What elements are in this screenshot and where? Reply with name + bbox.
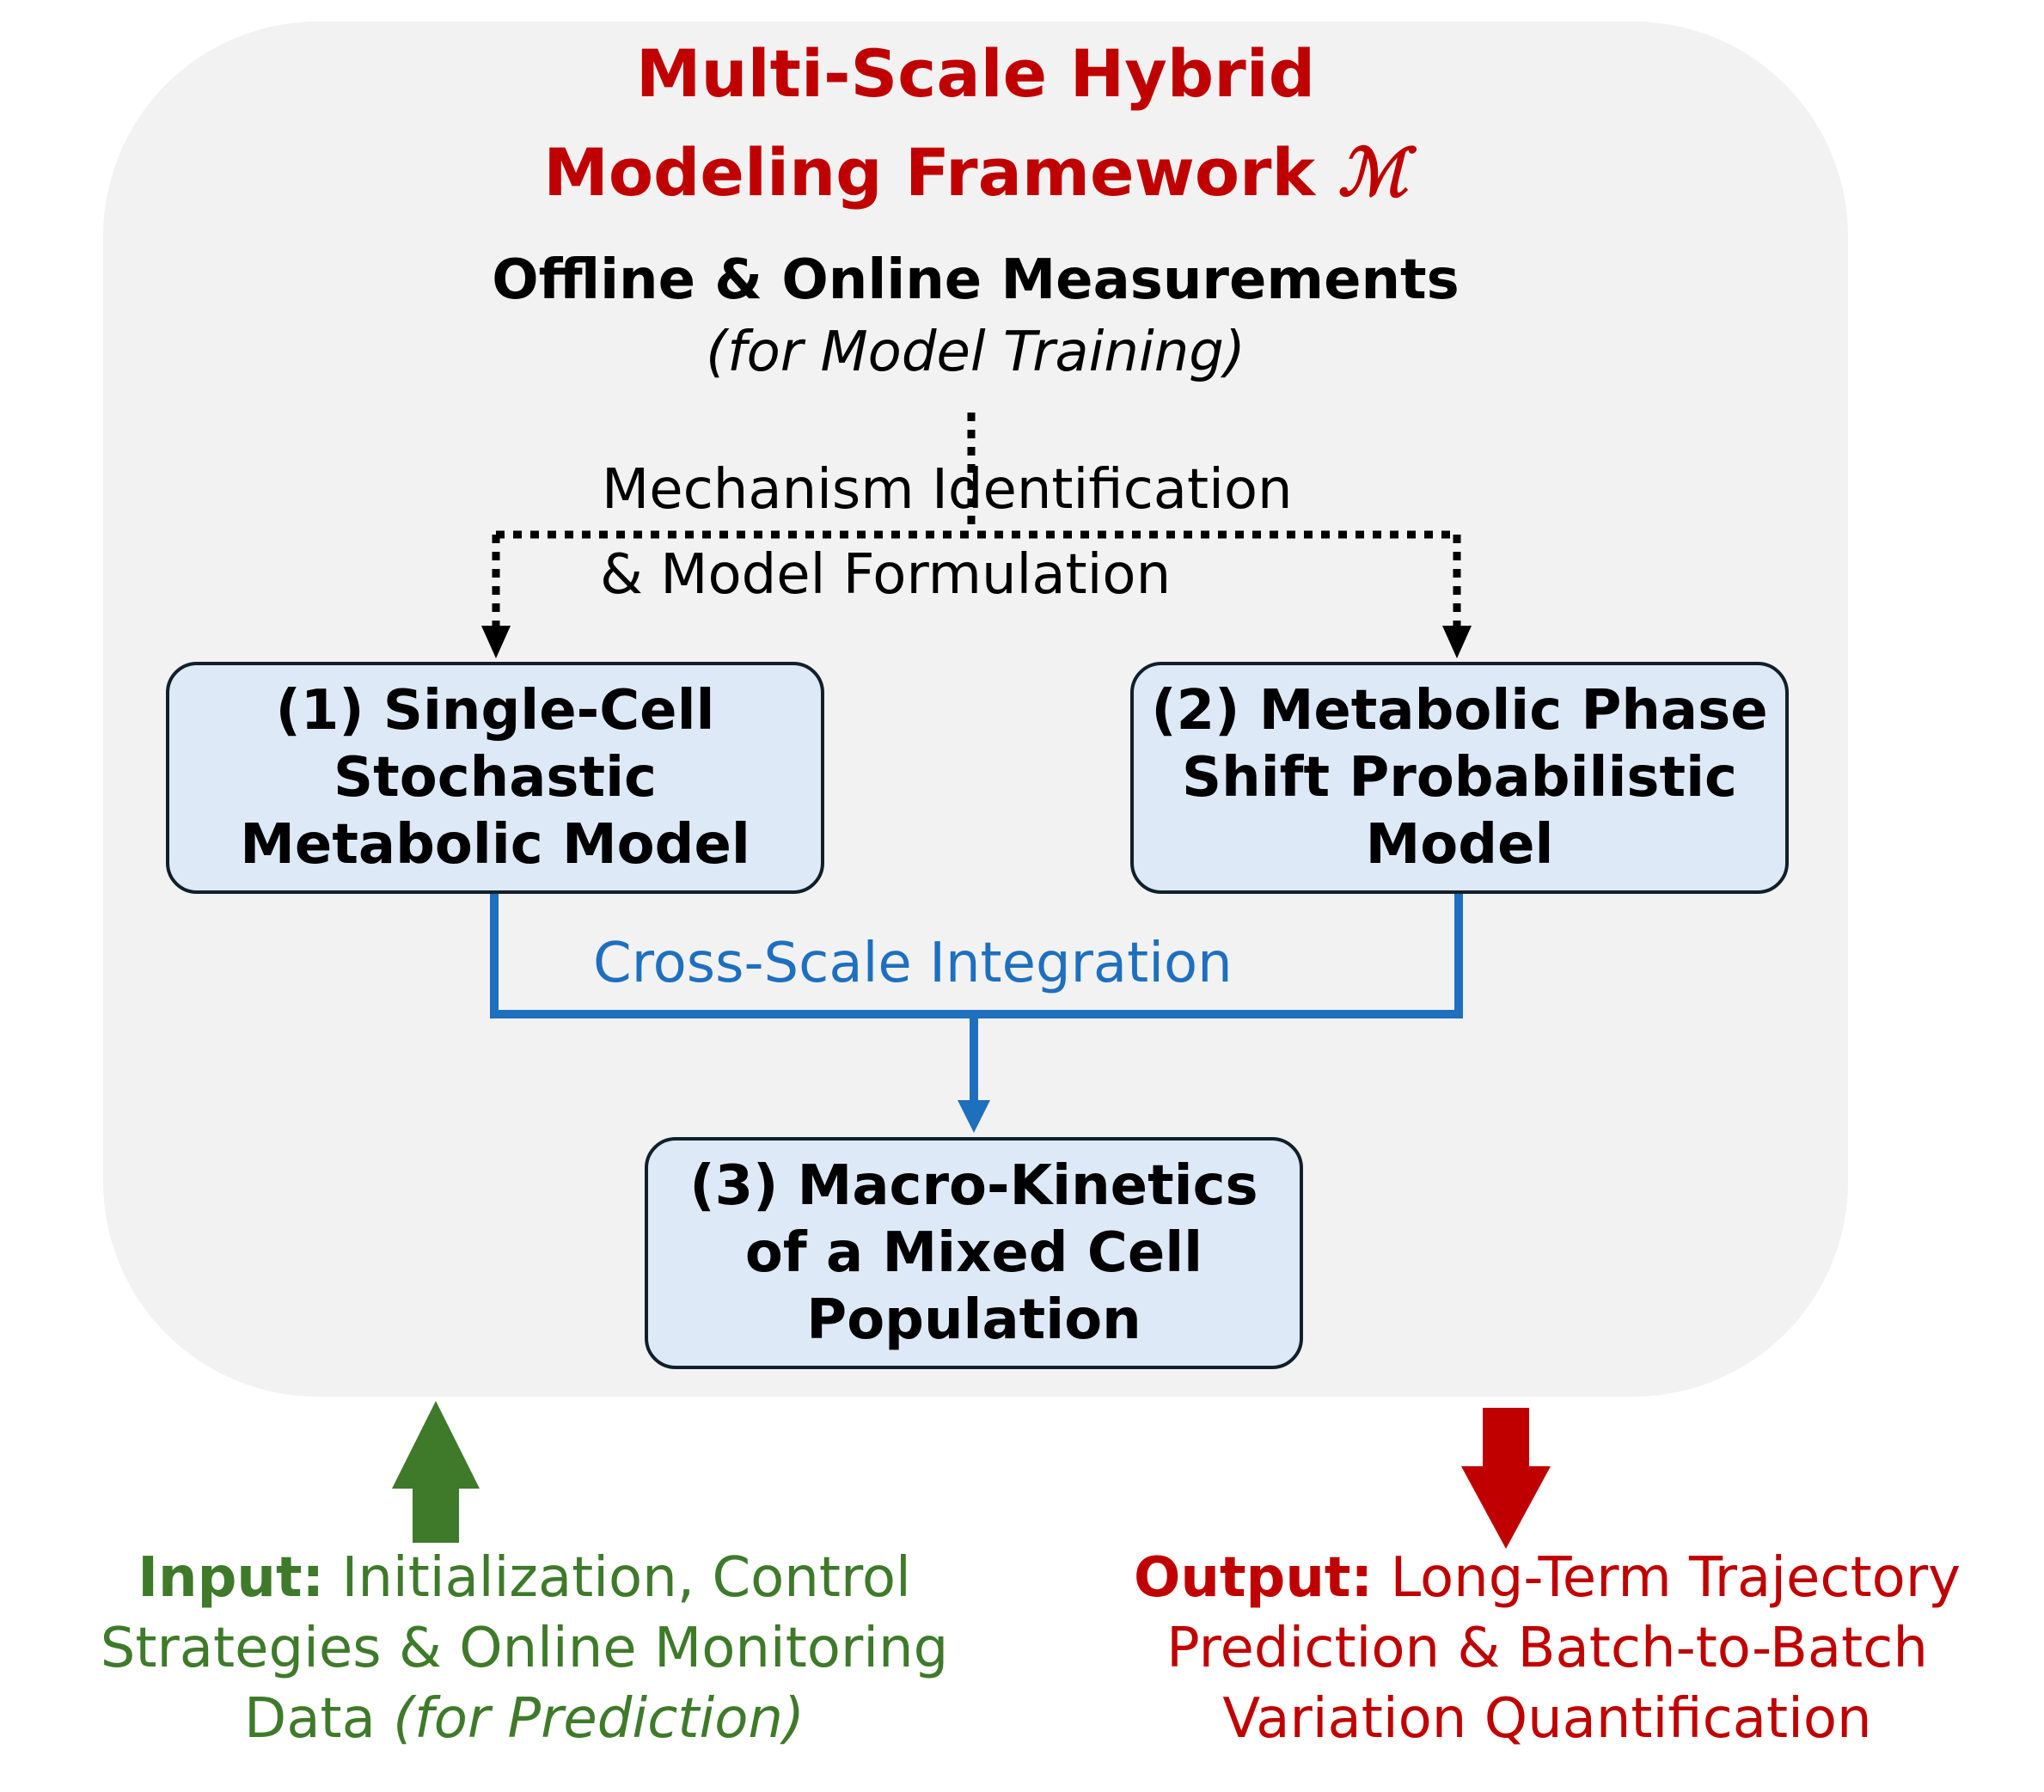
single-cell-model-box: (1) Single-Cell Stochastic Metabolic Mod… xyxy=(166,662,824,894)
macro-kinetics-box: (3) Macro-Kinetics of a Mixed Cell Popul… xyxy=(645,1137,1303,1369)
measurements-subtitle: (for Model Training) xyxy=(706,321,1245,384)
dotted-right-arrowhead xyxy=(1442,626,1472,658)
output-heading: Output: xyxy=(1133,1546,1374,1610)
framework-title-text: Modeling Framework xyxy=(543,134,1316,211)
mechanism-label-line2: & Model Formulation xyxy=(600,543,1172,607)
framework-title-line1: Multi-Scale Hybrid xyxy=(635,35,1316,112)
input-body: Initialization, Control Strategies & Onl… xyxy=(100,1546,949,1751)
input-description: Input: Initialization, Control Strategie… xyxy=(34,1543,1014,1754)
output-description: Output: Long-Term Trajectory Prediction … xyxy=(1066,1543,2029,1754)
input-italic-note: (for Prediction) xyxy=(393,1687,805,1751)
dotted-left-arrowhead xyxy=(481,626,511,658)
measurements-title: Offline & Online Measurements xyxy=(492,248,1460,312)
phase-shift-model-box: (2) Metabolic Phase Shift Probabilistic … xyxy=(1130,662,1789,894)
framework-symbol: ℳ xyxy=(1337,134,1408,211)
cross-scale-integration-label: Cross-Scale Integration xyxy=(593,932,1233,995)
down-arrow-icon xyxy=(1461,1408,1551,1549)
framework-title-line2: Modeling Framework ℳ xyxy=(103,135,1848,211)
output-body: Long-Term Trajectory Prediction & Batch-… xyxy=(1166,1546,1961,1751)
integration-arrowhead xyxy=(958,1100,990,1133)
input-heading: Input: xyxy=(138,1546,325,1610)
mechanism-label-line1: Mechanism Identification xyxy=(602,458,1293,522)
up-arrow-icon xyxy=(392,1401,480,1543)
